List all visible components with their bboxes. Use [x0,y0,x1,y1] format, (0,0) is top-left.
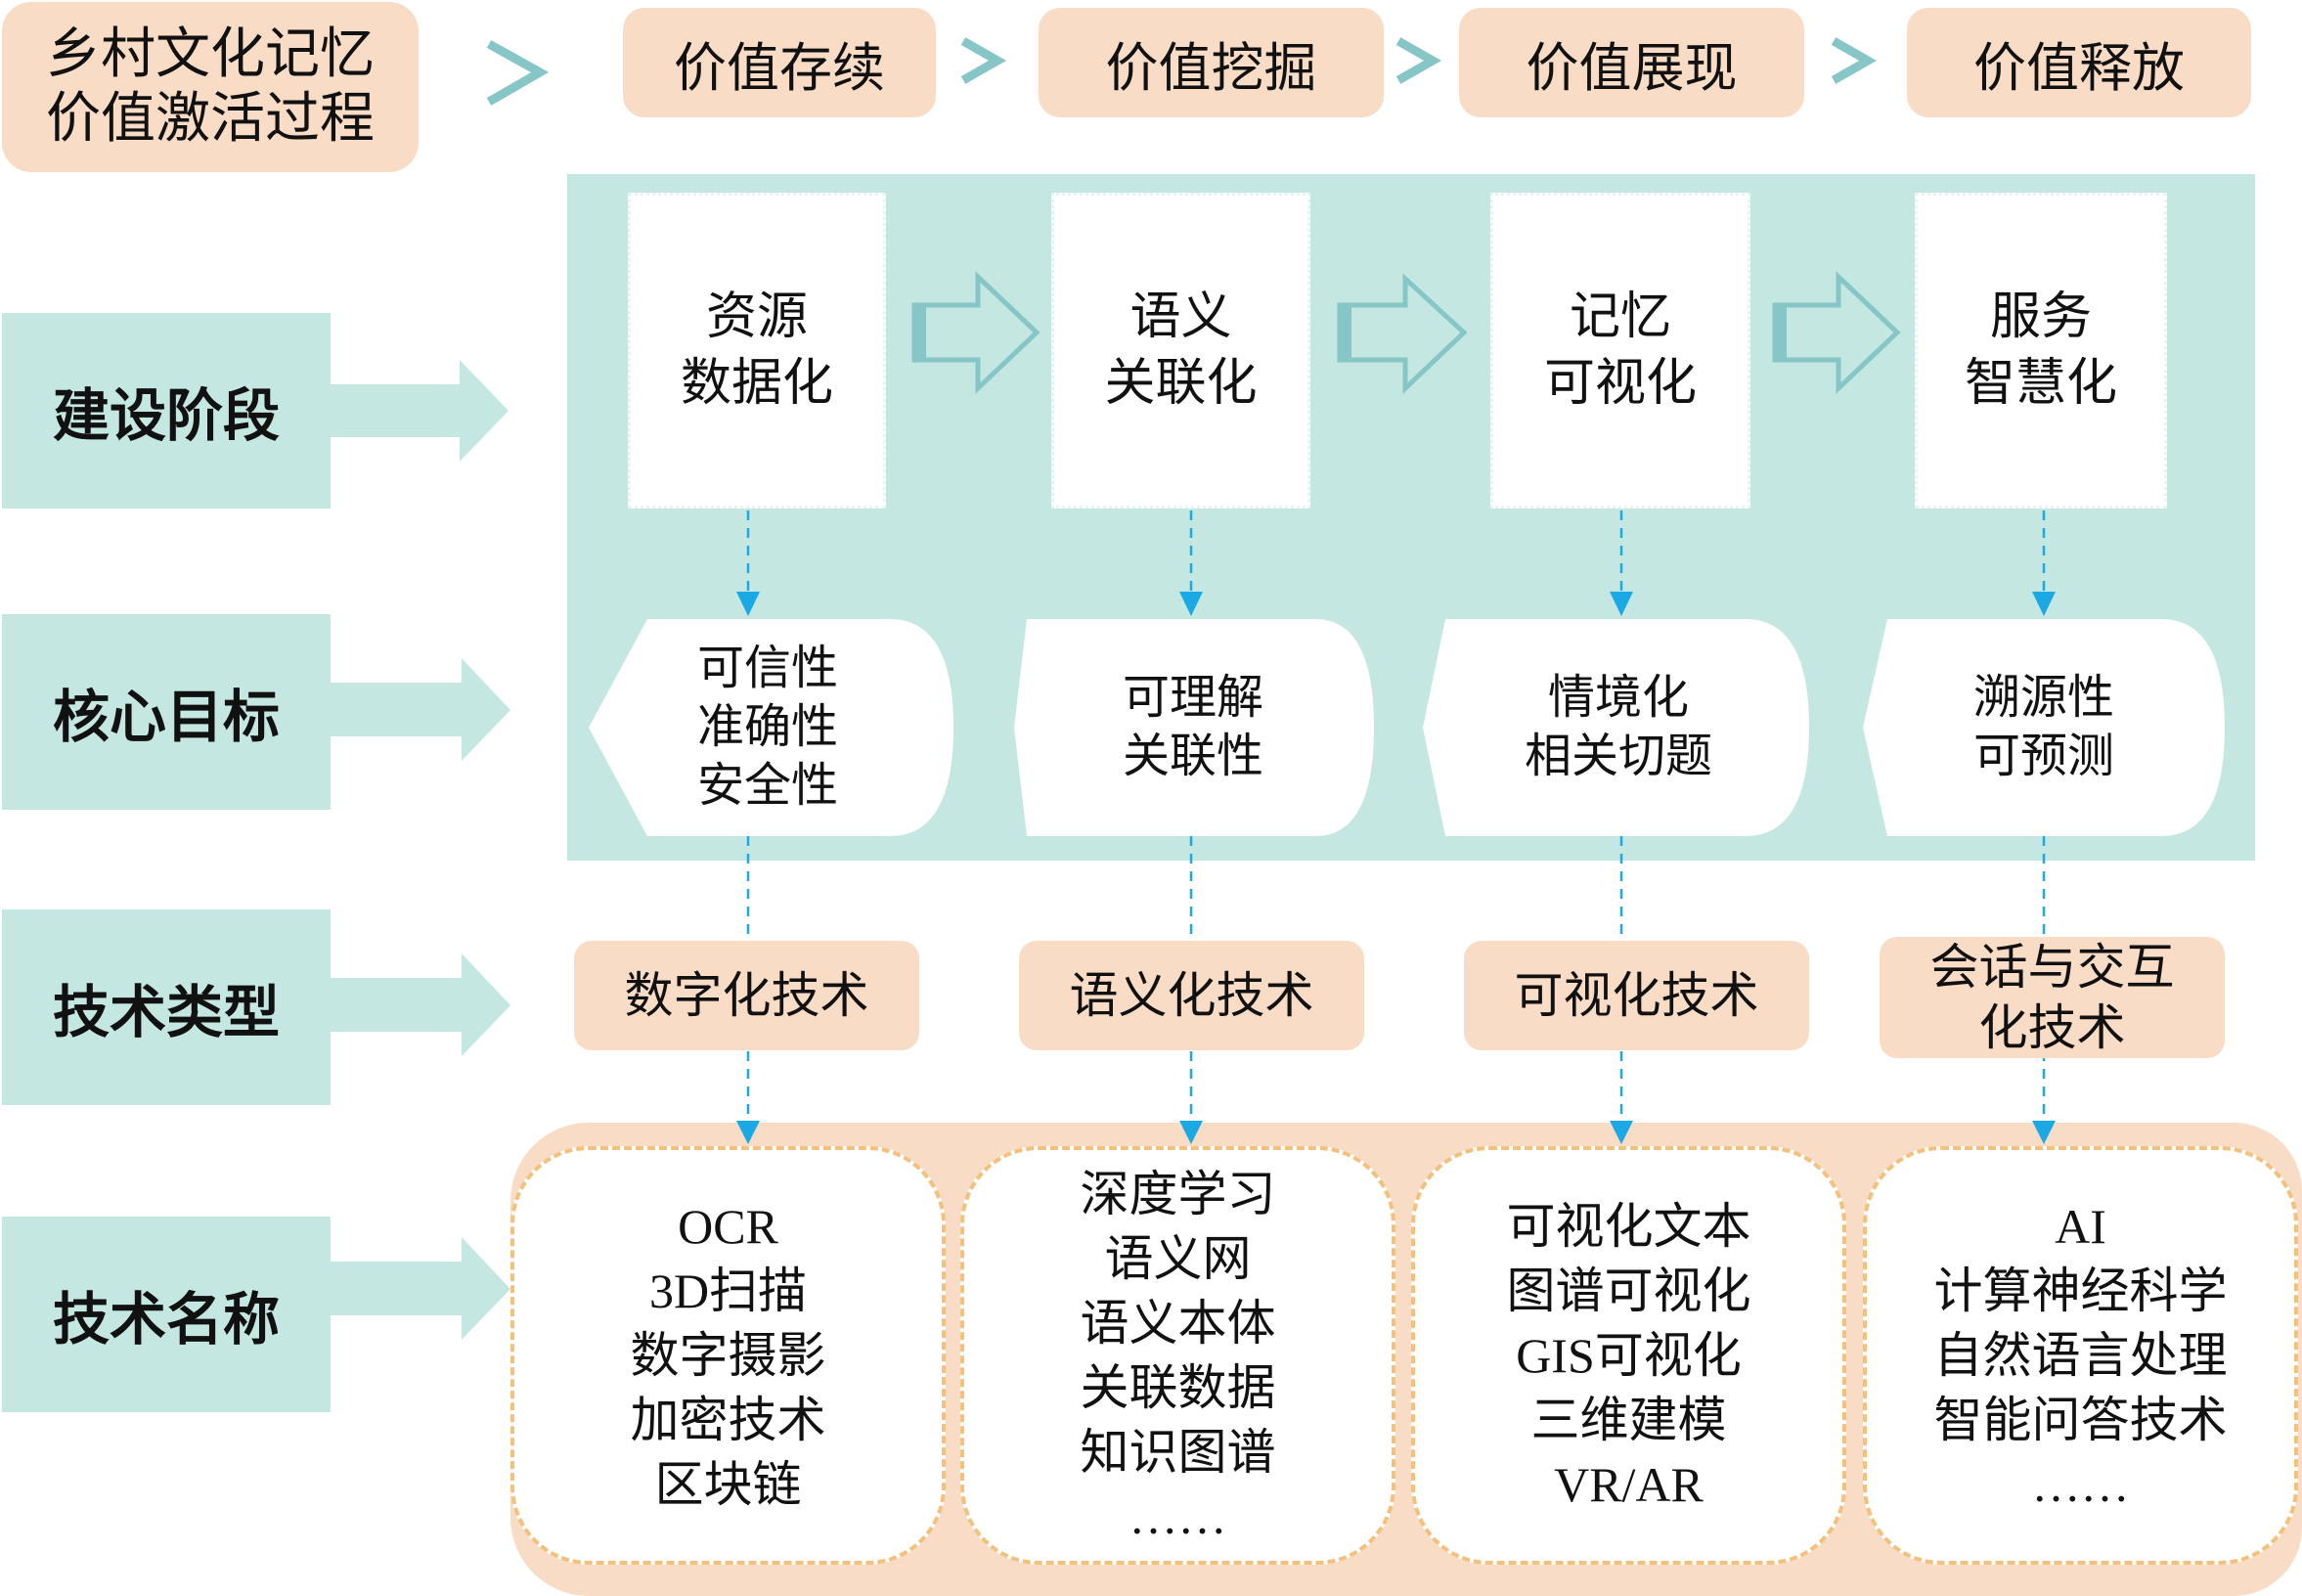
goal-label: 溯源性 可预测 [1972,672,2114,782]
tech-name-item: 图谱可视化 [1506,1264,1751,1318]
stage-label: 记忆 可视化 [1543,288,1697,412]
row-arrow-icon [331,1237,510,1340]
tech-type-1: 数字化技术 [574,941,919,1050]
value-step-label: 价值挖掘 [1105,38,1317,98]
chevron-right-icon [1395,37,1442,84]
tech-name-item: 深度学习 [1080,1167,1276,1221]
tech-name-item: 三维建模 [1530,1393,1727,1447]
goal-shape-1 [589,619,953,836]
value-step-label: 价值展现 [1526,38,1738,98]
tech-name-item: 3D扫描 [648,1264,808,1318]
goal-label: 可信性 准确性 安全性 [696,643,838,812]
goal-shape-4 [1863,619,2225,836]
tech-type-3: 可视化技术 [1464,941,1809,1050]
arrowhead-icon [2032,1121,2056,1144]
tech-name-item: 可视化文本 [1506,1199,1751,1254]
stage-box-2: 语义 关联化 [1051,193,1310,509]
goal-3: 情境化 相关切题 [1467,619,1770,836]
value-step-2: 价值挖掘 [1039,8,1384,117]
process-title-box: 乡村文化记忆 价值激活过程 [2,2,419,172]
tech-name-item: 计算神经科学 [1933,1264,2228,1318]
tech-type-label: 语义化技术 [1069,968,1314,1023]
stage-label: 语义 关联化 [1104,288,1258,412]
row-arrow-icon [329,360,509,462]
tech-name-item: 自然语言处理 [1933,1328,2228,1383]
goal-label: 可理解 关联性 [1122,672,1263,782]
tech-name-item: …… [1129,1489,1227,1544]
value-step-label: 价值存续 [674,38,885,98]
process-title: 乡村文化记忆 价值激活过程 [46,24,375,150]
tech-name-item: AI [2055,1199,2106,1254]
goal-label: 情境化 相关切题 [1524,672,1712,782]
tech-type-label: 可视化技术 [1514,968,1759,1023]
stage-arrow-icon [1772,271,1901,394]
value-step-4: 价值释放 [1907,8,2251,117]
arrowhead-icon [1179,1121,1203,1144]
tech-type-2: 语义化技术 [1019,941,1364,1050]
tech-name-item: 关联数据 [1080,1360,1276,1415]
chevron-right-icon [1831,37,1878,84]
tech-name-item: 加密技术 [630,1393,826,1447]
tech-name-list: OCR 3D扫描数字摄影加密技术区块链 [631,1194,826,1517]
tech-name-list: 可视化文本图谱可视化 GIS可视化三维建模 VR/AR [1507,1194,1751,1517]
tech-name-item: 数字摄影 [630,1328,826,1383]
arrowhead-icon [1610,592,1633,616]
chevron-right-icon [486,40,550,106]
tech-name-item: 区块链 [654,1457,802,1512]
tech-name-item: OCR [678,1199,778,1254]
goal-2: 可理解 关联性 [1046,619,1340,836]
tech-names-2: 深度学习语义网语义本体关联数据知识图谱 …… [960,1146,1395,1565]
tech-names-3: 可视化文本图谱可视化 GIS可视化三维建模 VR/AR [1411,1146,1846,1565]
chevron-right-icon [960,37,1007,84]
stage-box-4: 服务 智慧化 [1915,193,2167,509]
goal-4: 溯源性 可预测 [1897,619,2191,836]
tech-name-item: …… [2031,1457,2130,1512]
arrowhead-icon [2032,592,2056,616]
row-arrow-icon [331,953,510,1056]
tech-name-item: VR/AR [1554,1457,1704,1512]
row-arrow-icon [331,658,510,761]
goal-shape-2 [1014,619,1374,836]
tech-name-list: 深度学习语义网语义本体关联数据知识图谱 …… [1081,1162,1276,1549]
row-label-tech-type: 技术类型 [2,909,331,1105]
stage-arrow-icon [911,271,1040,394]
goal-shape-3 [1423,619,1809,836]
stage-box-3: 记忆 可视化 [1490,193,1750,509]
tech-type-label: 数字化技术 [624,968,869,1023]
row-label-tech-name: 技术名称 [2,1217,331,1412]
value-step-1: 价值存续 [623,8,936,117]
tech-name-item: GIS可视化 [1516,1328,1742,1383]
tech-name-item: 语义网 [1104,1231,1252,1286]
value-step-label: 价值释放 [1973,38,2185,98]
stage-arrow-icon [1337,273,1468,394]
tech-name-item: 智能问答技术 [1933,1393,2228,1447]
row-label-construction-stage: 建设阶段 [2,313,331,509]
value-step-3: 价值展现 [1459,8,1804,117]
row-label-core-goal: 核心目标 [2,614,331,810]
goal-1: 可信性 准确性 安全性 [626,619,909,836]
tech-name-item: 语义本体 [1080,1296,1276,1351]
tech-name-list: AI 计算神经科学自然语言处理智能问答技术 …… [1934,1194,2228,1517]
stage-label: 资源 数据化 [680,288,833,412]
stage-label: 服务 智慧化 [1964,288,2117,412]
arrowhead-icon [1610,1121,1633,1144]
row-label-text: 核心目标 [52,684,280,750]
arrowhead-icon [736,592,760,616]
tech-name-item: 知识图谱 [1080,1425,1276,1480]
row-label-text: 技术名称 [52,1286,280,1352]
tech-type-label: 会话与交互 化技术 [1929,940,2175,1055]
row-label-text: 建设阶段 [52,382,280,449]
tech-names-1: OCR 3D扫描数字摄影加密技术区块链 [510,1146,946,1565]
row-label-text: 技术类型 [52,979,280,1045]
tech-names-4: AI 计算神经科学自然语言处理智能问答技术 …… [1863,1146,2298,1565]
stage-box-1: 资源 数据化 [628,193,886,509]
arrowhead-icon [1179,592,1203,616]
tech-type-4: 会话与交互 化技术 [1880,937,2225,1058]
arrowhead-icon [736,1121,760,1144]
